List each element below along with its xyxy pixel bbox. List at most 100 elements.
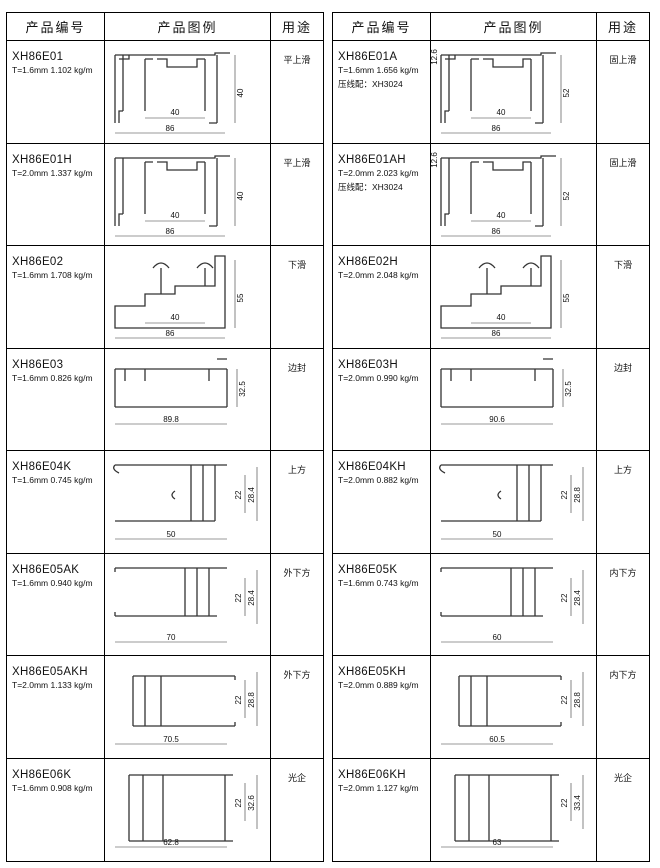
product-drawing: 40 86 55 <box>431 246 597 348</box>
product-code-cell: XH86E01AH T=2.0mm 2.023 kg/m 压线配：XH3024 <box>333 143 431 245</box>
product-use: 上方 <box>613 466 632 476</box>
product-code: XH86E03H <box>338 358 398 371</box>
header-drawing: 产品图例 <box>431 13 597 40</box>
table-header: 产品编号 产品图例 用途 <box>7 13 323 41</box>
svg-text:40: 40 <box>497 313 506 322</box>
product-use: 边封 <box>287 363 306 374</box>
product-code-cell: XH86E06K T=1.6mm 0.908 kg/m <box>7 758 105 861</box>
svg-text:28.4: 28.4 <box>247 487 256 503</box>
product-code-cell: XH86E02H T=2.0mm 2.048 kg/m <box>333 246 431 348</box>
product-code-cell: XH86E05AKH T=2.0mm 1.133 kg/m <box>7 656 105 758</box>
profile-drawing: 70.5 22 28.8 <box>115 672 258 745</box>
product-use: 固上滑 <box>609 158 637 169</box>
product-drawing: 89.8 32.5 <box>105 348 271 450</box>
table-row: XH86E04K T=1.6mm 0.745 kg/m 50 22 28.4 上方 <box>7 451 323 554</box>
product-use: 固上滑 <box>609 56 637 66</box>
product-code-cell: XH86E03 T=1.6mm 0.826 kg/m <box>7 348 105 450</box>
product-use: 光企 <box>287 773 306 784</box>
svg-text:89.8: 89.8 <box>163 415 179 424</box>
svg-text:22: 22 <box>560 695 569 704</box>
svg-text:28.4: 28.4 <box>573 589 582 605</box>
product-code-cell: XH86E01A T=1.6mm 1.656 kg/m 压线配：XH3024 <box>333 41 431 143</box>
product-use: 上方 <box>287 466 306 476</box>
product-spec: T=2.0mm 0.990 kg/m <box>338 372 419 383</box>
svg-text:22: 22 <box>234 490 243 499</box>
svg-text:40: 40 <box>171 211 180 220</box>
product-use: 下滑 <box>287 261 306 271</box>
header-code: 产品编号 <box>7 13 105 40</box>
product-code-cell: XH86E01H T=2.0mm 1.337 kg/m <box>7 143 105 245</box>
product-code: XH86E06KH <box>338 768 406 781</box>
product-use: 外下方 <box>283 671 311 681</box>
product-code: XH86E04KH <box>338 461 406 473</box>
profile-drawing: 50 22 28.4 <box>113 464 258 540</box>
table-row: XH86E02H T=2.0mm 2.048 kg/m 40 86 55 下滑 <box>333 246 649 349</box>
product-code: XH86E02 <box>12 256 64 268</box>
product-spec: T=2.0mm 0.889 kg/m <box>338 680 419 690</box>
svg-text:55: 55 <box>562 293 571 302</box>
svg-text:86: 86 <box>166 329 175 338</box>
product-code-cell: XH86E01 T=1.6mm 1.102 kg/m <box>7 41 105 143</box>
product-code: XH86E05K <box>338 563 398 576</box>
product-spec: T=2.0mm 1.127 kg/m <box>338 782 419 793</box>
product-spec: T=2.0mm 0.882 kg/m <box>338 475 419 485</box>
svg-text:40: 40 <box>171 313 180 322</box>
svg-text:90.6: 90.6 <box>489 415 505 424</box>
profile-drawing: 40 86 55 <box>440 255 571 339</box>
right-product-table: 产品编号 产品图例 用途 XH86E01A T=1.6mm 1.656 kg/m… <box>332 12 650 862</box>
svg-text:70.5: 70.5 <box>163 735 179 744</box>
product-spec: T=1.6mm 1.708 kg/m <box>12 270 93 280</box>
product-use: 平上滑 <box>283 56 311 66</box>
svg-text:22: 22 <box>560 593 569 602</box>
product-code: XH86E01H <box>12 153 72 166</box>
product-code-cell: XH86E02 T=1.6mm 1.708 kg/m <box>7 246 105 348</box>
product-spec: T=2.0mm 2.023 kg/m <box>338 167 419 178</box>
svg-text:86: 86 <box>166 227 175 236</box>
product-drawing: 70.5 22 28.8 <box>105 656 271 758</box>
product-use: 下滑 <box>613 261 632 271</box>
svg-text:40: 40 <box>497 108 506 117</box>
product-spec: T=2.0mm 1.133 kg/m <box>12 680 93 690</box>
product-use: 光企 <box>613 773 632 784</box>
svg-text:86: 86 <box>492 329 501 338</box>
product-spec: T=1.6mm 1.102 kg/m <box>12 65 93 75</box>
product-code-cell: XH86E03H T=2.0mm 0.990 kg/m <box>333 348 431 450</box>
svg-text:50: 50 <box>167 530 176 539</box>
product-use: 内下方 <box>609 568 637 579</box>
svg-text:60: 60 <box>493 633 502 642</box>
product-spec: T=1.6mm 0.940 kg/m <box>12 577 93 588</box>
svg-text:28.4: 28.4 <box>247 589 256 605</box>
svg-text:70: 70 <box>167 633 176 642</box>
svg-text:32.5: 32.5 <box>238 380 247 396</box>
header-use: 用途 <box>607 21 638 36</box>
svg-text:28.8: 28.8 <box>247 692 256 708</box>
header-drawing: 产品图例 <box>105 13 271 40</box>
svg-text:22: 22 <box>234 695 243 704</box>
product-code-cell: XH86E05KH T=2.0mm 0.889 kg/m <box>333 656 431 758</box>
product-code-cell: XH86E04K T=1.6mm 0.745 kg/m <box>7 451 105 553</box>
product-drawing: 50 22 28.4 <box>105 451 271 553</box>
svg-text:32.6: 32.6 <box>247 794 256 810</box>
product-code: XH86E03 <box>12 358 64 371</box>
product-spec: T=1.6mm 0.743 kg/m <box>338 577 419 588</box>
product-code: XH86E05AK <box>12 563 80 576</box>
